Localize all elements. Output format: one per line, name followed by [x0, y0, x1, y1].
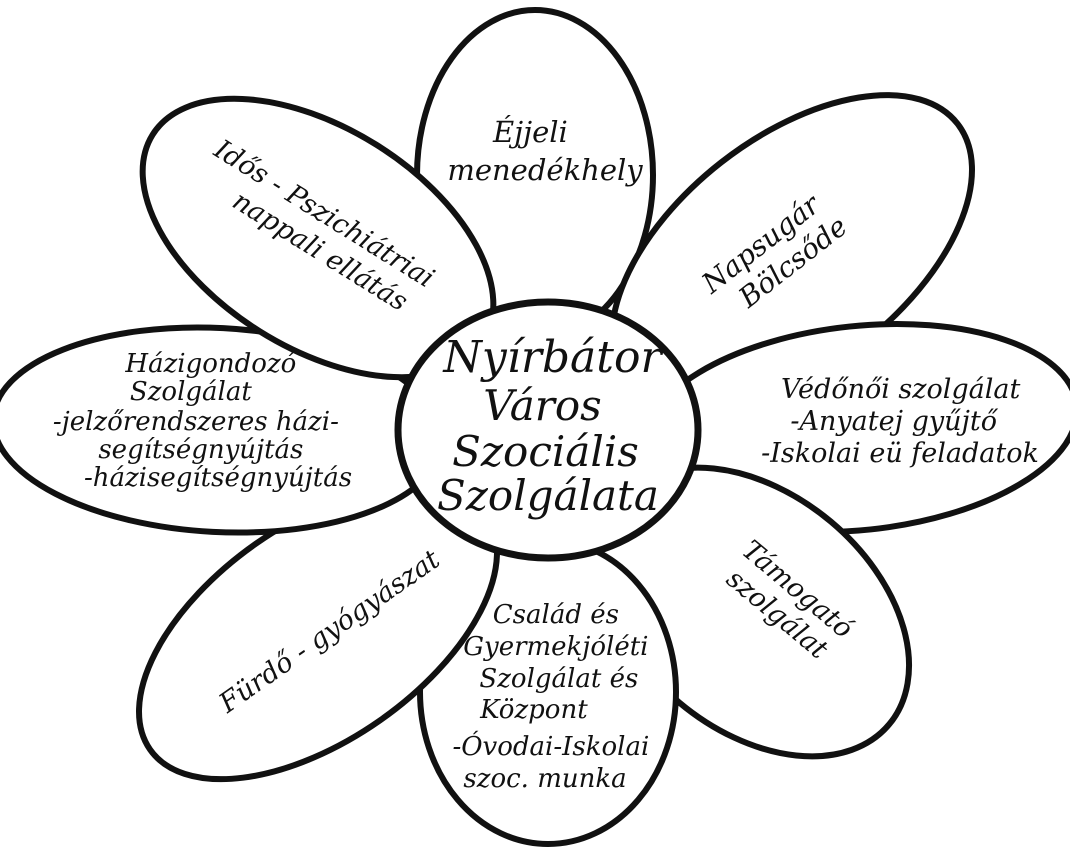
center-line-1: Nyírbátor	[442, 332, 664, 383]
center-circle: Nyírbátor Város Szociális Szolgálata	[398, 302, 698, 558]
petal-csalad-line-5: -Óvodai-Iskolai	[452, 730, 649, 762]
petal-vedonoi-line-3: -Iskolai eü feladatok	[761, 438, 1039, 469]
petal-csalad-line-3: Szolgálat és	[479, 664, 638, 694]
petal-vedonoi-line-2: -Anyatej gyűjtő	[790, 406, 998, 437]
petal-csalad-line-1: Család és	[493, 600, 619, 630]
svg-text:Védőnői szolgálat -Anyat: Védőnői szolgálat -Anyatej gyűjtő -Iskol…	[761, 374, 1039, 469]
center-line-3: Szociális	[452, 427, 639, 476]
center-line-2: Város	[483, 381, 601, 430]
petal-hazigondozo-line-4: segítségnyújtás	[98, 435, 303, 465]
petal-ejjeli-line-2: menedékhely	[447, 153, 643, 187]
petal-csalad-line-4: Központ	[479, 695, 588, 725]
petal-hazigondozo-line-1: Házigondozó	[124, 349, 296, 379]
center-line-4: Szolgálata	[437, 471, 659, 520]
petal-hazigondozo-line-3: -jelzőrendszeres házi-	[53, 407, 339, 437]
petal-vedonoi-line-1: Védőnői szolgálat	[781, 374, 1020, 405]
petal-hazigondozo-line-2: Szolgálat	[130, 377, 252, 407]
petal-csalad-line-6: szoc. munka	[463, 764, 626, 794]
petal-ejjeli-line-1: Éjjeli	[492, 114, 568, 149]
petal-hazigondozo-line-5: -házisegítségnyújtás	[84, 463, 352, 493]
petal-csalad-line-2: Gyermekjóléti	[463, 632, 648, 662]
